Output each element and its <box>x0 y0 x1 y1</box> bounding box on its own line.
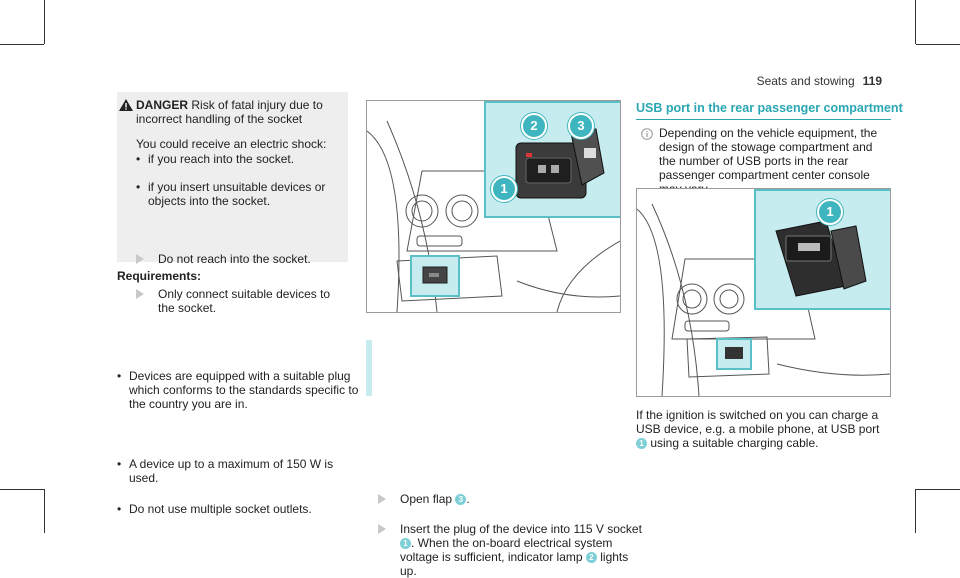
instruction-step: Insert the plug of the device into 115 V… <box>378 522 644 578</box>
instruction-arrow-icon <box>136 289 144 299</box>
danger-step: Do not reach into the socket. <box>136 252 358 266</box>
instruction-arrow-icon <box>378 494 386 504</box>
title-rule <box>636 119 891 120</box>
usb-section-title: USB port in the rear passenger compartme… <box>636 101 903 115</box>
rear-console-illustration <box>367 120 620 312</box>
crop-mark <box>0 44 44 45</box>
ref-1-badge: 1 <box>400 538 411 550</box>
instruction-step: Open flap 3. <box>378 492 640 506</box>
instruction-sidebar <box>366 340 372 396</box>
danger-step-text: Do not reach into the socket. <box>158 252 311 266</box>
socket-figure: 2 3 1 <box>366 100 621 313</box>
danger-text: Risk of fatal injury due to incorrect ha… <box>136 98 323 126</box>
requirement-item: Devices are equipped with a suitable plu… <box>117 369 359 411</box>
danger-step-text: Only connect suitable devices to the soc… <box>158 287 331 315</box>
danger-step: Only connect suitable devices to the soc… <box>136 287 348 315</box>
step1-text: Open flap <box>400 492 453 506</box>
ref-3-badge: 3 <box>455 494 467 506</box>
requirement-item: Do not use multiple socket outlets. <box>117 502 359 516</box>
requirements-heading: Requirements: <box>117 269 202 283</box>
instruction-arrow-icon <box>136 254 144 264</box>
usb-note: Depending on the vehicle equipment, the … <box>659 126 878 196</box>
callout-1: 1 <box>817 199 843 225</box>
danger-heading: DANGER Risk of fatal injury due to incor… <box>136 98 342 126</box>
info-icon <box>641 128 653 140</box>
danger-bullet: if you reach into the socket. <box>136 152 348 166</box>
crop-mark <box>0 489 44 490</box>
callout-3: 3 <box>568 113 594 139</box>
crop-mark <box>915 489 916 533</box>
requirement-item: A device up to a maximum of 150 W is use… <box>117 457 361 485</box>
rear-console-usb-illustration <box>637 203 890 396</box>
callout-2: 2 <box>521 113 547 139</box>
usb-body-end: using a suitable charging cable. <box>650 436 819 450</box>
callout-1: 1 <box>491 176 517 202</box>
page-number: 119 <box>862 74 882 88</box>
crop-mark <box>44 489 45 533</box>
step2-detail: When the on-board electrical system volt… <box>400 536 613 564</box>
usb-port-illustration <box>775 220 867 297</box>
step2-text: Insert the plug of the device into 115 V… <box>400 522 642 536</box>
danger-label: DANGER <box>136 98 189 112</box>
instruction-arrow-icon <box>378 524 386 534</box>
socket-detail-illustration <box>515 128 605 199</box>
crop-mark <box>916 44 960 45</box>
ref-2-badge: 2 <box>585 552 597 564</box>
danger-bullet: if you insert unsuitable devices or obje… <box>136 180 348 208</box>
usb-body: If the ignition is switched on you can c… <box>636 408 891 450</box>
danger-box <box>117 92 348 262</box>
danger-intro: You could receive an electric shock: <box>136 137 327 151</box>
section-name: Seats and stowing <box>756 74 855 88</box>
running-header: Seats and stowing 119 <box>757 74 882 88</box>
crop-mark <box>44 0 45 44</box>
usb-figure: 1 <box>636 188 891 397</box>
crop-mark <box>916 489 960 490</box>
warning-triangle-icon <box>119 99 133 111</box>
usb-body-text: If the ignition is switched on you can c… <box>636 408 880 436</box>
crop-mark <box>915 0 916 44</box>
ref-1-badge: 1 <box>636 438 647 450</box>
